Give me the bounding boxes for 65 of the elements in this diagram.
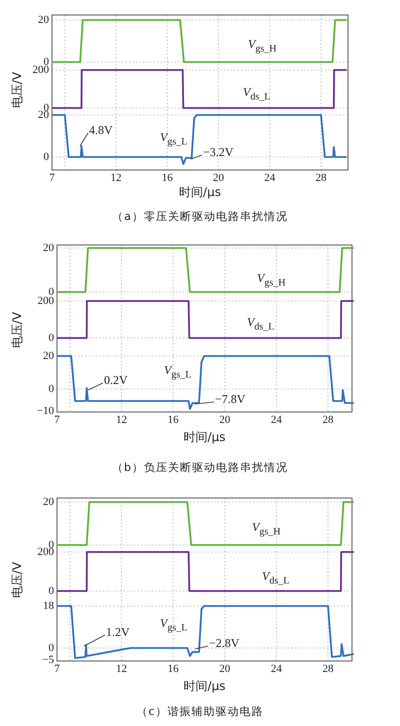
tick-label: 20 [219, 415, 230, 426]
tick-label: 12 [116, 415, 128, 426]
tick-label: 20 [43, 351, 54, 362]
axis-title: 电压/V [11, 562, 24, 598]
trace-label: V$_{gs_H}$ [248, 38, 276, 56]
leader-line [194, 402, 214, 404]
trace-label: V$_{gs_L}$ [160, 131, 188, 148]
tick-label: 7 [54, 664, 60, 675]
tick-label: 16 [168, 664, 179, 675]
value-annotation: −2.8V [209, 637, 240, 649]
leader-line [80, 132, 88, 146]
tick-label: 0 [48, 384, 54, 395]
trace-label: V$_{gs_L}$ [160, 617, 188, 634]
tick-label: 18 [43, 601, 54, 612]
tick-label: 28 [322, 415, 334, 426]
leader-line [190, 154, 202, 160]
axis-title: 电压/V [11, 312, 24, 348]
trace-label: V$_{gs_H}$ [252, 521, 280, 538]
figure-caption: （c）谐振辅助驱动电路 [136, 706, 264, 718]
trace-label: V$_{gs_H}$ [257, 272, 286, 290]
tick-label: 0 [48, 287, 54, 298]
tick-label: 200 [38, 296, 54, 307]
trace-label: V$_{ds_L}$ [243, 86, 270, 104]
tick-label: 0 [48, 333, 54, 344]
tick-label: −5 [42, 655, 54, 666]
tick-label: 20 [38, 15, 49, 26]
trace-label: V$_{ds_L}$ [247, 316, 274, 334]
tick-label: 20 [43, 497, 54, 508]
tick-label: 24 [270, 415, 282, 426]
tick-label: −10 [36, 406, 54, 417]
tick-label: 200 [32, 65, 49, 76]
tick-label: 20 [219, 664, 230, 675]
tick-label: 7 [49, 173, 55, 184]
value-annotation: 1.2V [106, 626, 130, 638]
value-annotation: −3.2V [203, 146, 234, 158]
tick-label: 0 [48, 643, 54, 654]
value-annotation: −7.8V [215, 393, 246, 405]
figure-caption: （a）零压关断驱动电路串扰情况 [112, 211, 288, 223]
trace-label: V$_{ds_L}$ [262, 570, 290, 588]
tick-label: 16 [162, 173, 173, 184]
tick-label: 20 [213, 173, 224, 184]
leader-line [84, 634, 106, 646]
tick-label: 0 [44, 152, 49, 163]
axis-title: 电压/V [11, 72, 24, 108]
tick-label: 12 [116, 664, 128, 675]
leader-line [88, 382, 104, 390]
value-annotation: 0.2V [104, 374, 128, 386]
tick-label: 28 [322, 664, 334, 675]
trace-label: V$_{gs_L}$ [164, 364, 192, 382]
tick-label: 200 [38, 547, 54, 558]
tick-label: 24 [270, 664, 282, 675]
tick-label: 20 [38, 110, 49, 121]
tick-label: 16 [168, 415, 179, 426]
axis-title: 时间/μs [184, 431, 226, 443]
tick-label: 0 [48, 586, 54, 597]
tick-label: 12 [110, 173, 122, 184]
value-annotation: 4.8V [89, 124, 113, 136]
figure-caption: （b）负压关断驱动电路串扰情况 [112, 462, 288, 474]
axis-title: 时间/μs [184, 680, 226, 692]
tick-label: 20 [43, 243, 54, 254]
tick-label: 24 [264, 173, 276, 184]
tick-label: 7 [54, 415, 60, 426]
leader-line [194, 646, 208, 650]
axis-title: 时间/μs [179, 186, 221, 198]
tick-label: 28 [316, 173, 326, 184]
